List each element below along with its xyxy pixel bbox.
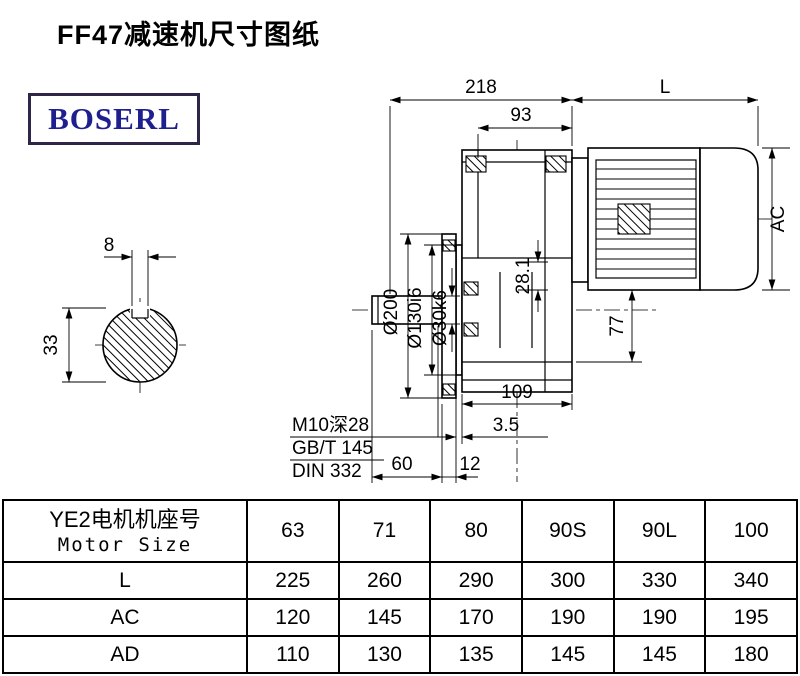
- dim-label-L: L: [660, 77, 671, 98]
- dim-value: 330: [612, 561, 707, 600]
- table-row-AD: AD 110 130 135 145 145 180: [2, 635, 798, 674]
- motor-size-col: 71: [337, 499, 432, 563]
- motor-fins: [596, 168, 696, 270]
- table-row-L: L 225 260 290 300 330 340: [2, 561, 798, 600]
- motor-size-header-en: Motor Size: [57, 533, 193, 556]
- dim-value: 130: [337, 635, 432, 674]
- dim-value: 300: [520, 561, 615, 600]
- motor-size-col: 63: [246, 499, 340, 563]
- motor-size-col: 80: [429, 499, 523, 563]
- brand-logo-text: BOSERL: [48, 101, 180, 136]
- brand-logo: BOSERL: [28, 93, 200, 145]
- dim-value: 170: [429, 598, 523, 637]
- row-label: AD: [2, 635, 248, 674]
- flange-pilot: [455, 244, 463, 376]
- dim-value: 260: [337, 561, 432, 600]
- dim-label-33: 33: [41, 334, 62, 355]
- motor-dimension-table: YE2电机机座号 Motor Size 63 71 80 90S 90L 100…: [2, 499, 798, 674]
- motor-view: [571, 147, 759, 291]
- dim-value: 180: [704, 635, 798, 674]
- dim-value: 225: [246, 561, 340, 600]
- motor-size-col: 100: [704, 499, 798, 563]
- motor-size-header: YE2电机机座号 Motor Size: [2, 499, 248, 563]
- dim-value: 145: [612, 635, 707, 674]
- dim-label-93: 93: [510, 105, 531, 126]
- motor-size-header-cn: YE2电机机座号: [49, 507, 201, 533]
- dim-value: 195: [704, 598, 798, 637]
- dim-label-pilot-dia: Ø130i6: [405, 287, 426, 348]
- dim-label-3-5: 3.5: [493, 415, 519, 436]
- motor-size-col: 90L: [612, 499, 707, 563]
- dim-label-12: 12: [459, 454, 480, 475]
- dim-label-flange-dia: Ø200: [381, 289, 402, 335]
- dim-label-key-width: 8: [104, 235, 115, 256]
- dim-value: 145: [337, 598, 432, 637]
- dim-value: 340: [704, 561, 798, 600]
- dimension-annotations: 218 L 93 AC Ø200 Ø130i6: [290, 77, 790, 483]
- row-label: AC: [2, 598, 248, 637]
- dim-value: 135: [429, 635, 523, 674]
- dim-value: 190: [612, 598, 707, 637]
- dim-label-77: 77: [607, 315, 628, 336]
- dim-label-AC: AC: [768, 206, 789, 232]
- table-row-AC: AC 120 145 170 190 190 195: [2, 598, 798, 637]
- note-std-din: DIN 332: [292, 461, 362, 482]
- dim-value: 145: [520, 635, 615, 674]
- dimension-drawing: 8 33: [41, 77, 790, 483]
- dim-label-60: 60: [391, 454, 412, 475]
- motor-adapter: [571, 157, 589, 283]
- page-title: FF47减速机尺寸图纸: [57, 20, 321, 50]
- motor-end-cap: [699, 147, 759, 291]
- dim-label-28-1: 28.1: [513, 258, 534, 295]
- shaft-section-view: 8 33: [41, 235, 186, 393]
- dim-value: 290: [429, 561, 523, 600]
- dim-value: 110: [246, 635, 340, 674]
- flange-plate: [441, 233, 457, 399]
- note-tap-hole: M10深28: [292, 414, 369, 436]
- dim-label-109: 109: [501, 382, 533, 403]
- dim-value: 190: [520, 598, 615, 637]
- row-label: L: [2, 561, 248, 600]
- shaft-circle: [102, 307, 178, 383]
- note-std-gb: GB/T 145: [292, 438, 373, 459]
- dim-value: 120: [246, 598, 340, 637]
- dim-label-shaft-dia: Ø30k6: [430, 290, 451, 346]
- motor-size-col: 90S: [520, 499, 615, 563]
- dim-label-218: 218: [465, 77, 497, 98]
- table-header-row: YE2电机机座号 Motor Size 63 71 80 90S 90L 100: [2, 499, 798, 563]
